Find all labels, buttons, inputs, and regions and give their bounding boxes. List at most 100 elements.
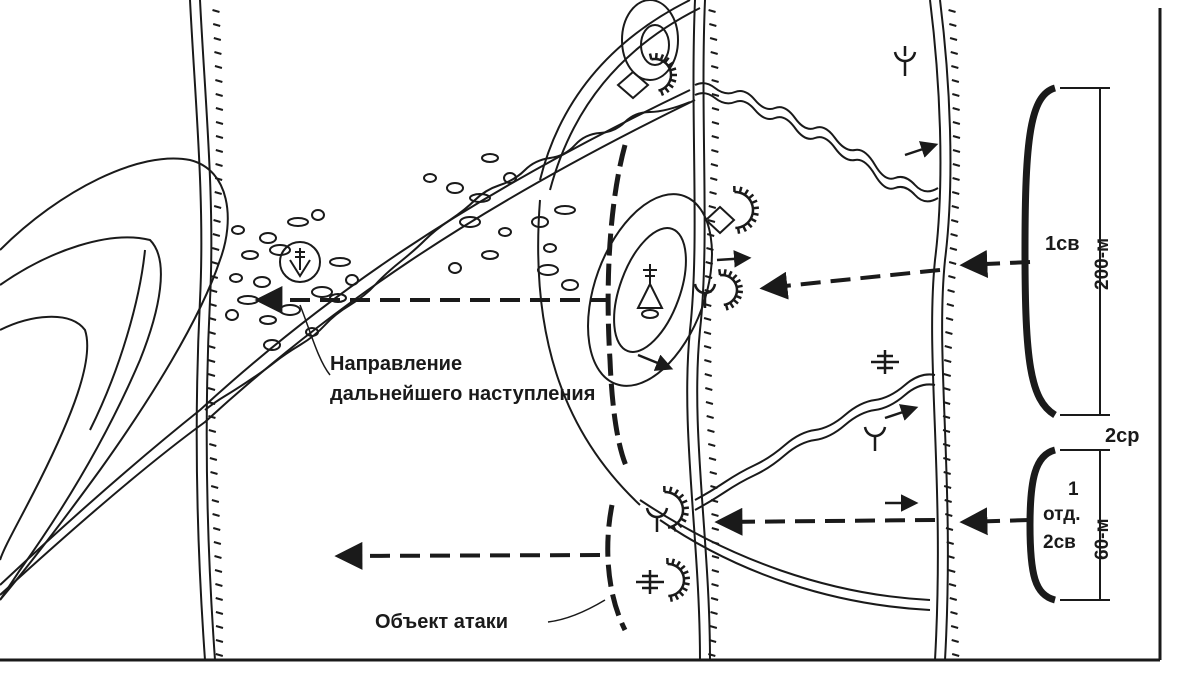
house-marker bbox=[259, 315, 277, 325]
trench-hatch bbox=[750, 217, 757, 223]
tick-mark bbox=[950, 219, 959, 223]
tick-mark bbox=[946, 303, 955, 307]
width-200-label: 200-м bbox=[1092, 238, 1113, 290]
cannon-icon bbox=[863, 426, 887, 451]
tick-mark bbox=[710, 499, 719, 503]
church-icon bbox=[279, 241, 321, 283]
trench-hatch bbox=[736, 290, 744, 294]
tick-mark bbox=[208, 415, 216, 419]
tick-mark bbox=[212, 23, 221, 27]
house-marker bbox=[459, 216, 481, 228]
trench-arcs bbox=[648, 52, 760, 602]
trench-hatch bbox=[676, 522, 683, 529]
house-marker bbox=[503, 172, 517, 184]
house-marker bbox=[469, 193, 491, 203]
tick-mark bbox=[710, 65, 719, 69]
tick-mark bbox=[947, 289, 955, 293]
trench-hatch bbox=[663, 56, 670, 64]
trench-hatch bbox=[648, 53, 653, 60]
house-marker bbox=[448, 262, 462, 274]
trench-hatch bbox=[681, 499, 688, 505]
house-marker bbox=[287, 217, 309, 227]
arrow-icon bbox=[637, 141, 939, 512]
tick-mark bbox=[214, 569, 223, 573]
tick-mark bbox=[706, 415, 714, 419]
width-60-label: 60-м bbox=[1092, 518, 1113, 560]
tick-mark bbox=[710, 51, 718, 55]
tick-mark bbox=[942, 415, 951, 419]
tick-mark bbox=[208, 345, 216, 349]
tick-mark bbox=[709, 471, 718, 475]
tick-mark bbox=[711, 121, 720, 125]
tick-mark bbox=[951, 191, 960, 195]
trench-hatch bbox=[675, 560, 681, 568]
tick-mark bbox=[211, 499, 220, 503]
trench-hatch bbox=[729, 301, 735, 309]
tick-mark bbox=[212, 233, 221, 237]
trench-hatch bbox=[674, 593, 680, 601]
trench-arc bbox=[734, 190, 755, 230]
house-marker bbox=[269, 244, 291, 256]
tick-mark bbox=[952, 177, 960, 181]
trench-hatch bbox=[669, 78, 677, 83]
tick-mark bbox=[212, 527, 221, 531]
arrow-lower-direction bbox=[334, 541, 601, 570]
tick-mark bbox=[211, 247, 220, 251]
tick-mark bbox=[708, 653, 716, 657]
house-marker bbox=[537, 264, 559, 276]
tick-mark bbox=[710, 597, 719, 601]
house-marker bbox=[311, 286, 333, 298]
tick-mark bbox=[952, 121, 961, 125]
house-marker bbox=[345, 274, 359, 286]
cannon-icon bbox=[893, 46, 917, 76]
cannon-icon bbox=[693, 283, 717, 308]
tick-mark bbox=[952, 107, 960, 111]
tick-mark bbox=[207, 387, 216, 391]
tick-mark bbox=[215, 107, 224, 111]
front-line-left bbox=[189, 0, 216, 661]
tick-mark bbox=[208, 317, 217, 321]
tick-mark bbox=[949, 37, 958, 41]
tick-mark bbox=[711, 583, 719, 587]
tick-mark bbox=[942, 443, 951, 447]
tick-mark bbox=[709, 177, 718, 181]
tick-mark bbox=[943, 373, 952, 377]
tick-mark bbox=[945, 527, 954, 531]
church-icon bbox=[636, 264, 664, 319]
trench-hatch bbox=[747, 193, 755, 200]
tick-mark bbox=[215, 149, 224, 153]
tick-mark bbox=[707, 429, 715, 433]
house-marker bbox=[237, 295, 259, 305]
tick-mark bbox=[703, 345, 712, 349]
tick-mark bbox=[214, 51, 222, 55]
tick-mark bbox=[209, 289, 218, 293]
trench-hatch bbox=[752, 212, 759, 216]
machine-gun-icon bbox=[871, 350, 899, 374]
tick-mark bbox=[952, 135, 961, 139]
tick-mark bbox=[711, 149, 719, 153]
trench-hatch bbox=[682, 570, 689, 575]
trench-hatch bbox=[659, 89, 665, 96]
unit-otd-line3: 2св bbox=[1043, 532, 1076, 553]
machine-gun-icon bbox=[636, 570, 664, 594]
house-marker bbox=[225, 309, 239, 321]
trench-hatch bbox=[681, 586, 688, 592]
tick-mark bbox=[944, 345, 953, 349]
tick-mark bbox=[707, 443, 716, 447]
trench-hatch bbox=[679, 564, 686, 571]
direction-label-line2: дальнейшего наступления bbox=[330, 383, 595, 405]
tick-mark bbox=[704, 359, 712, 363]
tick-mark bbox=[215, 163, 223, 167]
tick-mark bbox=[951, 639, 959, 643]
trench-hatch bbox=[667, 61, 674, 67]
hill-contours bbox=[0, 157, 229, 601]
arrow-1sv bbox=[759, 268, 941, 300]
tick-mark bbox=[212, 9, 220, 13]
bunker-diamond-icon bbox=[704, 205, 736, 235]
trench-hatch bbox=[682, 506, 690, 510]
tick-mark bbox=[215, 583, 223, 587]
tick-mark bbox=[943, 485, 952, 489]
tick-mark bbox=[946, 541, 954, 545]
trench-arc bbox=[667, 562, 686, 598]
